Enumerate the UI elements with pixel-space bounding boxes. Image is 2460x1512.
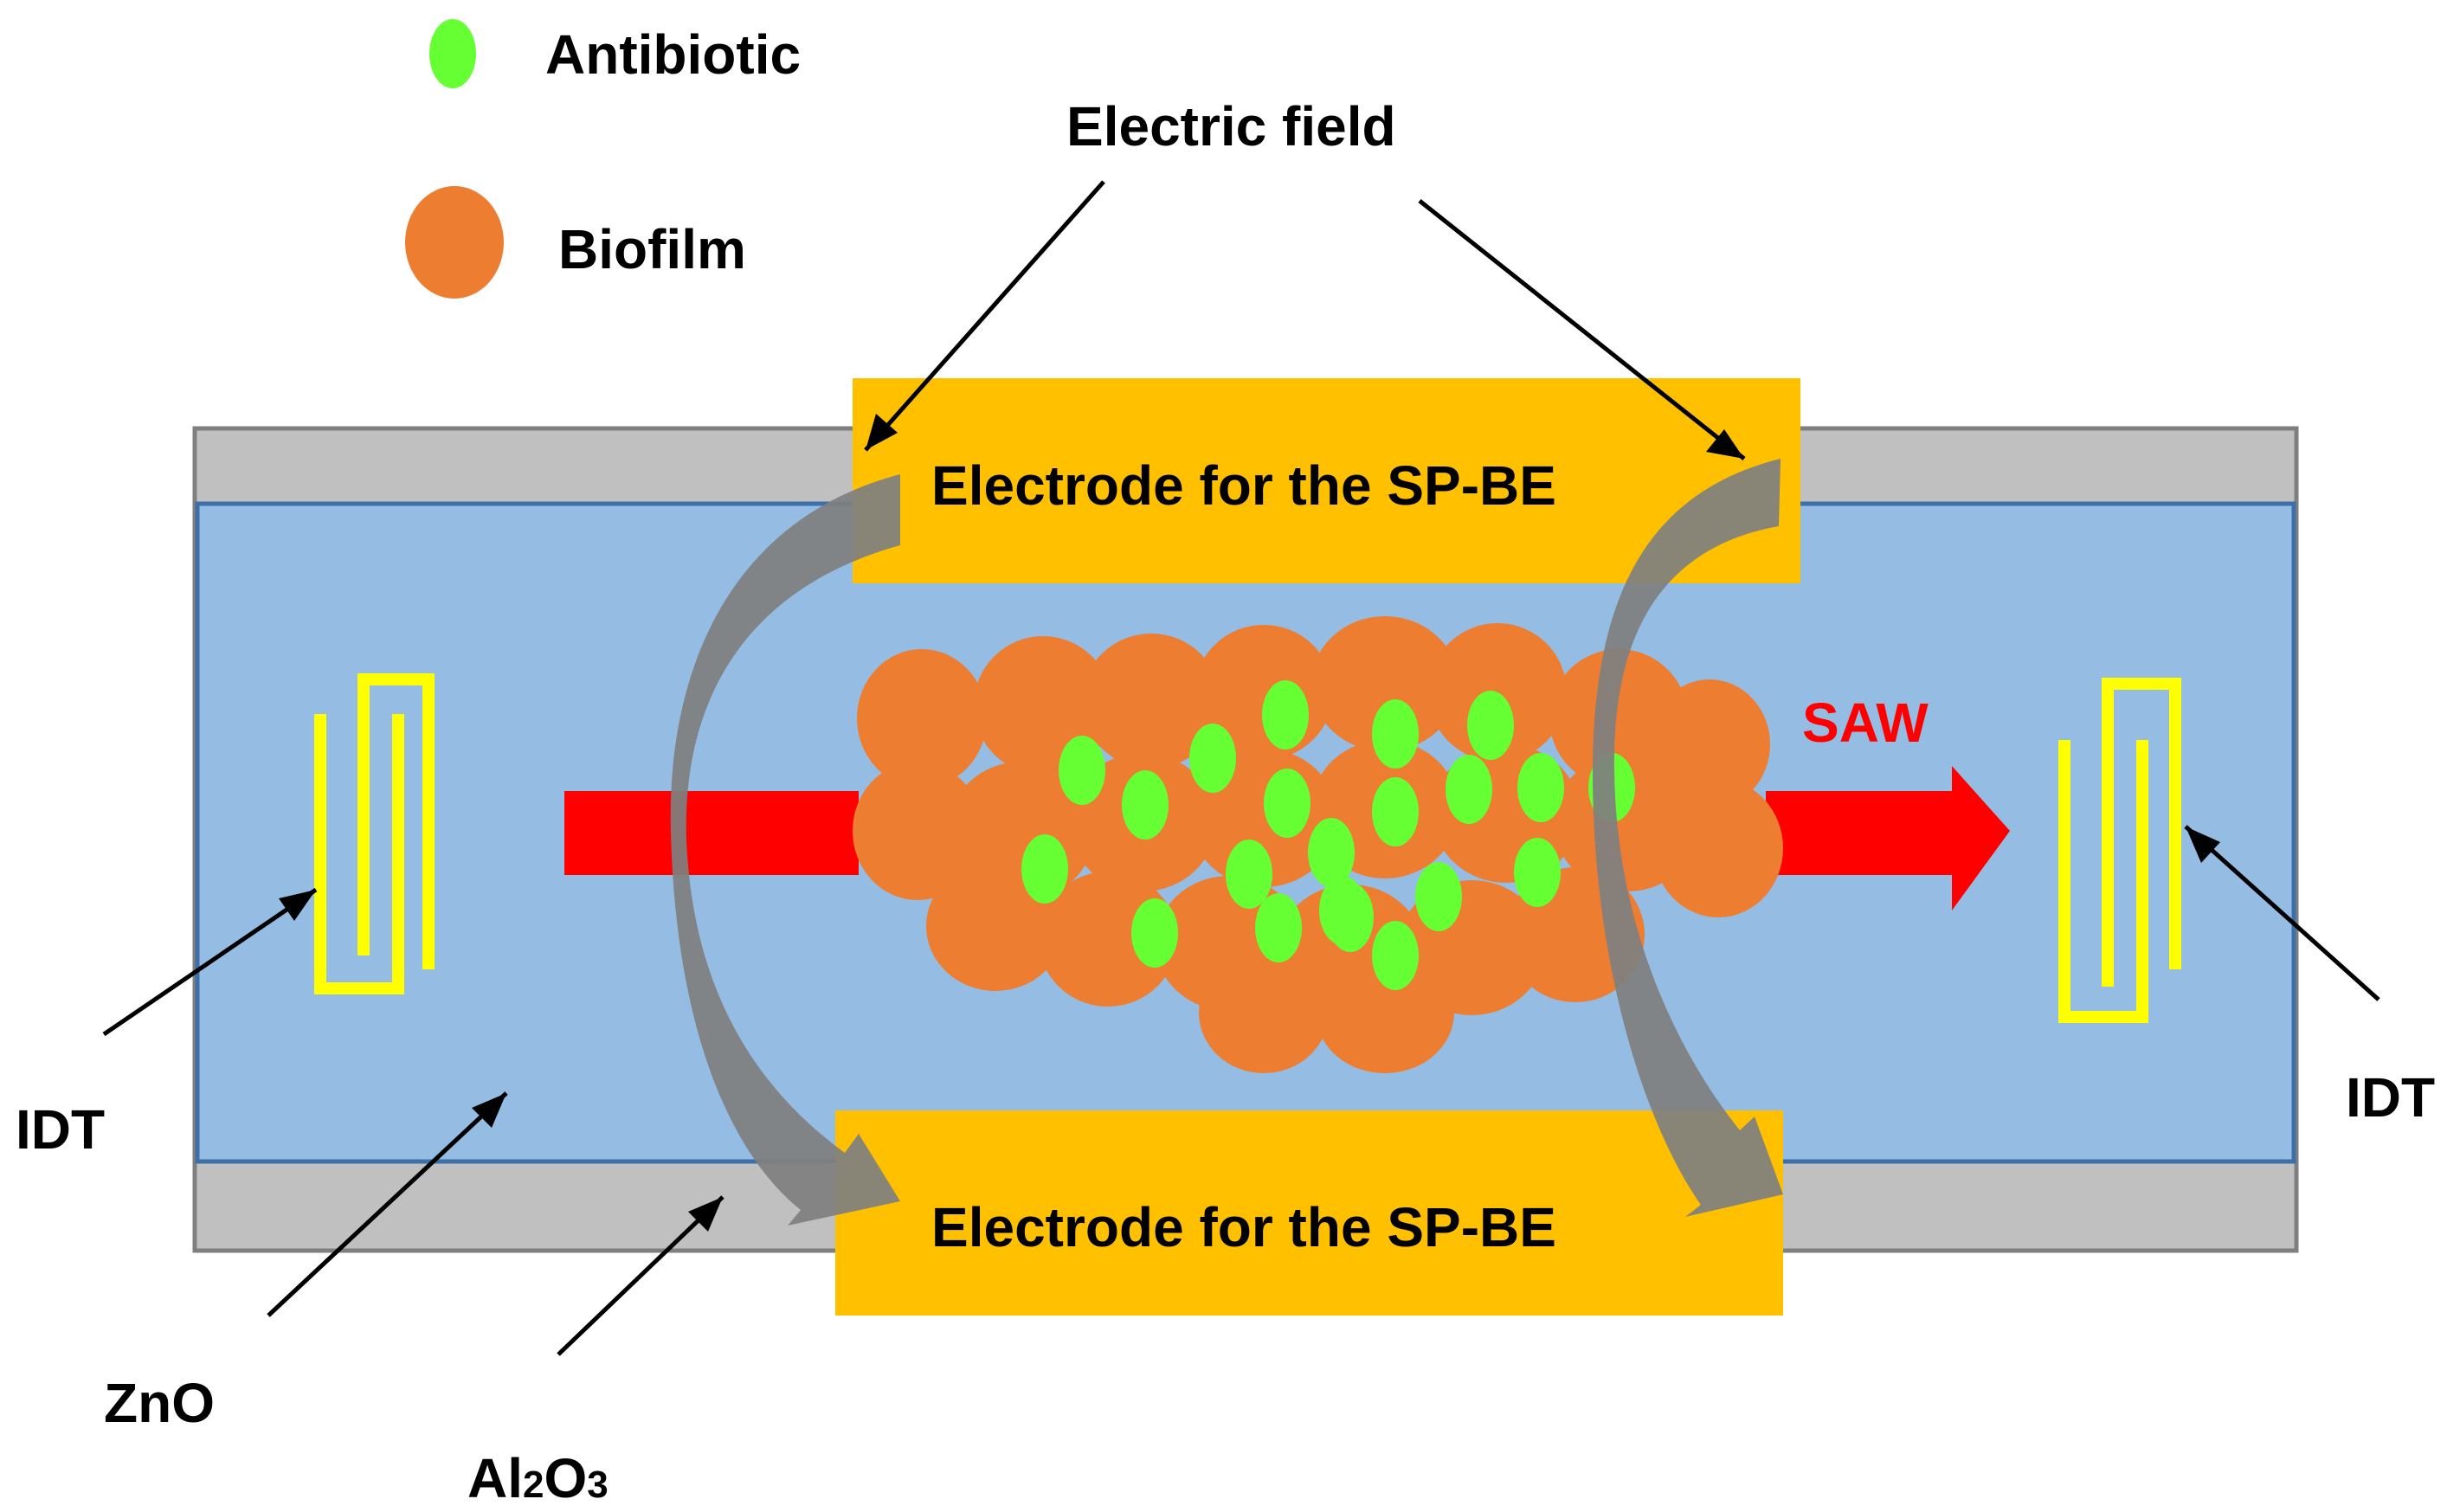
top-electrode — [853, 378, 1800, 583]
saw-arrow-tail — [564, 791, 859, 875]
al2o3-label-base: Al — [467, 1447, 523, 1509]
zno-label: ZnO — [104, 1372, 215, 1434]
pointer-arrows — [102, 180, 2380, 1356]
electric-field-arrow-left — [864, 180, 1105, 452]
electric-field-label: Electric field — [1066, 95, 1396, 158]
saw-label: SAW — [1802, 692, 1929, 754]
field-arrow-right — [1592, 459, 1783, 1217]
al2o3-label: Al2O3 — [467, 1447, 609, 1509]
bottom-electrode — [835, 1110, 1783, 1316]
antibiotic-legend-swatch — [429, 19, 476, 88]
biofilm-legend-swatch — [405, 186, 504, 299]
al2o3-label-sub2: 3 — [587, 1464, 608, 1506]
bottom-electrode-label: Electrode for the SP-BE — [931, 1196, 1556, 1258]
antibiotic-legend-label: Antibiotic — [545, 23, 801, 86]
electric-field-arrow-right — [1418, 199, 1746, 460]
al2o3-label-sub1: 2 — [523, 1464, 544, 1506]
idt-left-arrow — [102, 887, 318, 1037]
idt-right — [2058, 678, 2181, 1023]
pointer-arrowheads — [279, 414, 2220, 1232]
zno-arrow — [267, 1091, 508, 1317]
al2o3-label-mid: O — [544, 1447, 587, 1509]
al2o3-arrow — [557, 1195, 724, 1356]
top-electrode-label: Electrode for the SP-BE — [931, 454, 1556, 517]
idt-left — [314, 673, 435, 994]
idt-right-arrow — [2184, 825, 2380, 1001]
idt-right-label: IDT — [2346, 1066, 2435, 1129]
idt-left-label: IDT — [16, 1098, 105, 1161]
antibiotic-particles — [1021, 680, 1635, 990]
field-arrow-left — [670, 474, 900, 1226]
biofilm-legend-label: Biofilm — [558, 218, 746, 280]
saw-arrow-head — [1766, 766, 2010, 910]
legend: Antibiotic Biofilm — [405, 19, 801, 299]
